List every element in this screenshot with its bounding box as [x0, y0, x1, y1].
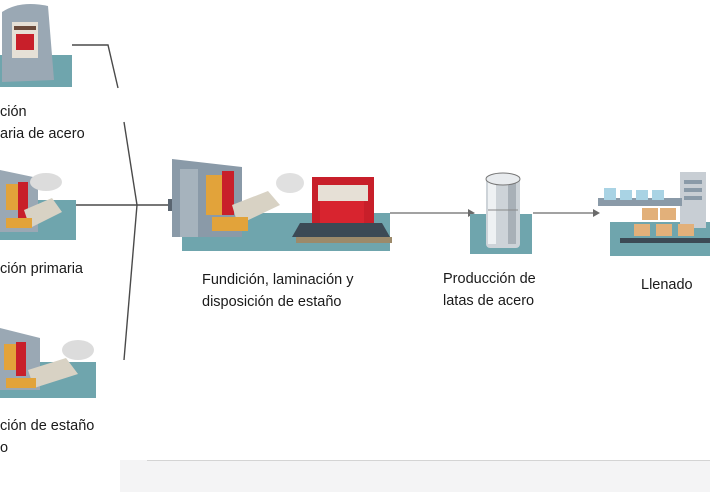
tin-furnace-icon [0, 328, 96, 398]
steel-can-icon [470, 172, 532, 254]
label-filling: Llenado [641, 274, 693, 296]
connector-ore [72, 44, 119, 89]
connector-junction [168, 199, 173, 211]
label-casting-line2: disposición de estaño [202, 294, 342, 310]
divider-line [147, 460, 710, 461]
label-tin: ción de estaño o [0, 415, 94, 459]
label-ore-line2: aria de acero [0, 126, 85, 142]
arrow-cans-to-filling-head [593, 209, 600, 217]
arrow-casting-to-cans-head [468, 209, 475, 217]
label-primary-line1: ción primaria [0, 261, 83, 277]
label-cans: Producción de latas de acero [443, 268, 536, 312]
primary-furnace-icon [0, 170, 76, 240]
label-filling-line1: Llenado [641, 277, 693, 293]
label-tin-line1: ción de estaño [0, 418, 95, 434]
casting-rolling-icon [172, 159, 392, 251]
label-tin-line2: o [0, 440, 9, 456]
label-casting: Fundición, laminación y disposición de e… [202, 269, 354, 313]
label-cans-line1: Producción de [443, 271, 536, 287]
label-casting-line1: Fundición, laminación y [202, 272, 354, 288]
label-ore: ción aria de acero [0, 101, 85, 145]
label-primary: ción primaria [0, 258, 83, 280]
filling-line-icon [598, 172, 710, 256]
label-ore-line1: ción [0, 104, 27, 120]
connector-merge-lower [123, 204, 138, 361]
connector-merge-upper [123, 121, 138, 206]
mine-furnace-icon [0, 4, 72, 87]
label-cans-line2: latas de acero [443, 293, 535, 309]
